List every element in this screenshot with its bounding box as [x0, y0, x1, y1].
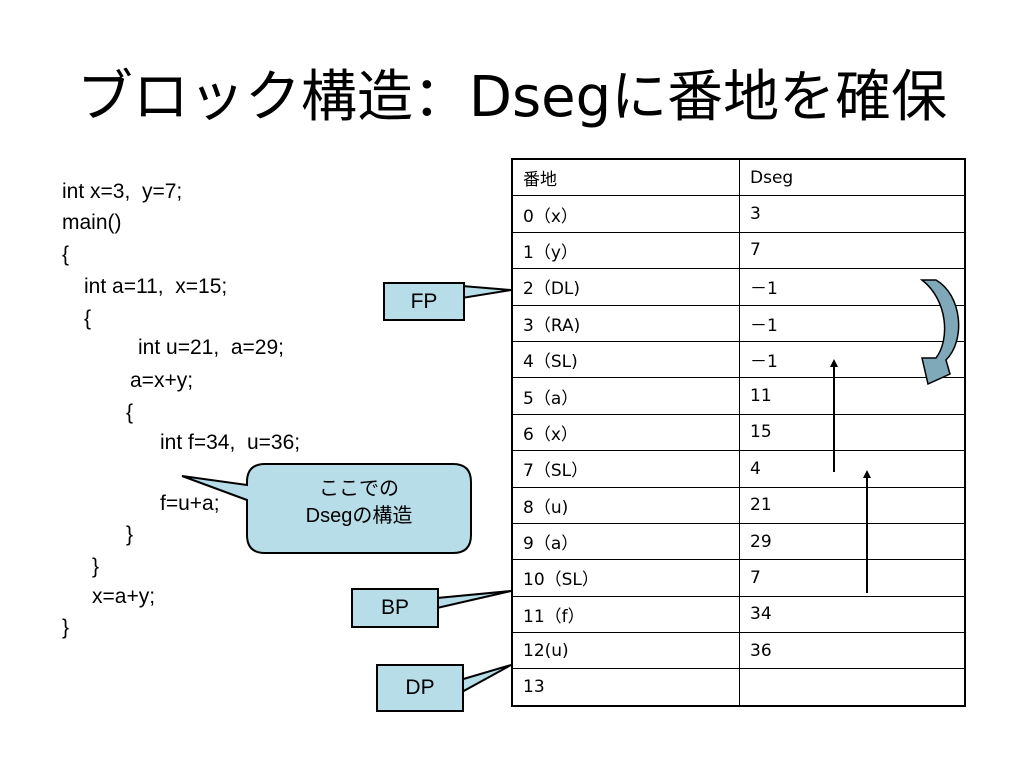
code-line: int x=3, y=7; [62, 180, 183, 203]
value-cell: 36 [739, 632, 966, 670]
table-row: 3（RA)－1 [511, 304, 966, 342]
table-header-row: 番地 Dseg [511, 158, 966, 197]
code-line: x=a+y; [92, 585, 156, 608]
code-line: int u=21, a=29; [138, 336, 284, 359]
address-cell: 7（SL） [511, 450, 740, 488]
address-cell: 5（a） [511, 377, 740, 415]
callout-text: ここでの Dsegの構造 [248, 476, 470, 530]
bp-label: BP [351, 588, 439, 628]
address-cell: 12(u) [511, 632, 740, 670]
bp-pointer [436, 590, 512, 610]
value-cell: 29 [739, 522, 966, 561]
fp-label: FP [383, 282, 465, 321]
code-line: main() [62, 211, 122, 234]
table-row: 2（DL)－1 [511, 268, 966, 306]
slide-title: ブロック構造：Dsegに番地を確保 [76, 65, 948, 130]
table-row: 8（u)21 [511, 486, 966, 524]
table-row: 9（a）29 [511, 522, 966, 561]
table-row: 10（SL）7 [511, 559, 966, 597]
value-cell: 3 [739, 195, 966, 233]
address-cell: 9（a） [511, 522, 740, 561]
dp-pointer [459, 664, 512, 695]
callout-line: Dsegの構造 [305, 505, 413, 527]
table-row: 12(u)36 [511, 632, 966, 670]
memory-table: 番地 Dseg 0（x）3 1（y）7 2（DL)－1 3（RA)－1 4（SL… [511, 158, 966, 707]
code-line: int f=34, u=36; [160, 431, 301, 454]
code-line: int a=11, x=15; [84, 275, 228, 298]
address-cell: 13 [511, 668, 740, 707]
code-line: } [62, 616, 70, 639]
address-cell: 6（x） [511, 413, 740, 452]
value-cell: 4 [739, 450, 966, 488]
code-line: a=x+y; [130, 369, 194, 392]
table-row: 4（SL)－1 [511, 340, 966, 379]
table-header-cell: 番地 [511, 158, 740, 197]
value-cell: －1 [739, 268, 966, 306]
table-row: 7（SL）4 [511, 450, 966, 488]
address-cell: 3（RA) [511, 304, 740, 342]
address-cell: 0（x） [511, 195, 740, 233]
table-row: 13 [511, 668, 966, 707]
value-cell: 34 [739, 595, 966, 634]
value-cell: －1 [739, 304, 966, 342]
table-row: 1（y）7 [511, 231, 966, 270]
table-row: 0（x）3 [511, 195, 966, 233]
table-header-cell: Dseg [739, 158, 966, 197]
value-cell: 21 [739, 486, 966, 524]
table-row: 5（a）11 [511, 377, 966, 415]
code-line: { [126, 401, 134, 424]
value-cell: 11 [739, 377, 966, 415]
address-cell: 11（f） [511, 595, 740, 634]
fp-pointer [461, 284, 512, 300]
table-row: 6（x）15 [511, 413, 966, 452]
dp-label: DP [376, 664, 464, 712]
value-cell: －1 [739, 340, 966, 379]
code-line: { [62, 243, 70, 266]
value-cell [739, 668, 966, 707]
value-cell: 7 [739, 559, 966, 597]
address-cell: 2（DL) [511, 268, 740, 306]
value-cell: 7 [739, 231, 966, 270]
address-cell: 10（SL） [511, 559, 740, 597]
callout-line: ここでの [319, 478, 399, 500]
address-cell: 1（y） [511, 231, 740, 270]
table-row: 11（f）34 [511, 595, 966, 634]
value-cell: 15 [739, 413, 966, 452]
address-cell: 8（u) [511, 486, 740, 524]
address-cell: 4（SL) [511, 340, 740, 379]
code-line: } [92, 555, 100, 578]
code-line: { [84, 307, 92, 330]
code-line: } [126, 523, 134, 546]
code-line: f=u+a; [160, 492, 220, 515]
